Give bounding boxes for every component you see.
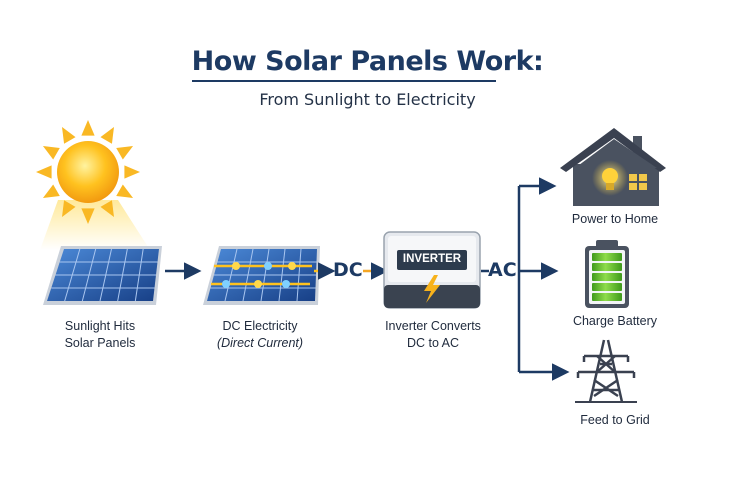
page-title: How Solar Panels Work: xyxy=(191,46,544,77)
transmission-tower-icon xyxy=(575,339,637,403)
solar-panel-icon xyxy=(43,246,162,305)
caption-dc-line1: DC Electricity xyxy=(222,319,298,333)
dc-label: DC xyxy=(333,259,363,281)
caption-home: Power to Home xyxy=(571,212,659,226)
caption-inverter-line1: Inverter Converts xyxy=(385,319,481,333)
caption-sunlight-line1: Sunlight Hits xyxy=(64,319,136,333)
inverter-icon xyxy=(383,231,481,309)
sun-icon xyxy=(36,120,150,250)
title-underline xyxy=(192,80,496,82)
dc-panel-icon xyxy=(203,246,320,305)
caption-dc-line2: (Direct Current) xyxy=(216,336,304,350)
ac-distribution-arrows xyxy=(517,177,570,381)
caption-sunlight: Sunlight Hits Solar Panels xyxy=(40,318,160,352)
caption-inverter: Inverter Converts DC to AC xyxy=(368,318,498,352)
ac-label: AC xyxy=(488,259,517,281)
page-subtitle: From Sunlight to Electricity xyxy=(259,90,476,109)
caption-grid: Feed to Grid xyxy=(580,413,650,427)
inverter-label: INVERTER xyxy=(402,253,462,265)
caption-sunlight-line2: Solar Panels xyxy=(64,336,136,350)
caption-dc: DC Electricity (Direct Current) xyxy=(197,318,323,352)
caption-inverter-line2: DC to AC xyxy=(406,336,460,350)
house-icon xyxy=(560,128,666,206)
battery-icon xyxy=(585,240,629,308)
caption-battery: Charge Battery xyxy=(572,314,658,328)
